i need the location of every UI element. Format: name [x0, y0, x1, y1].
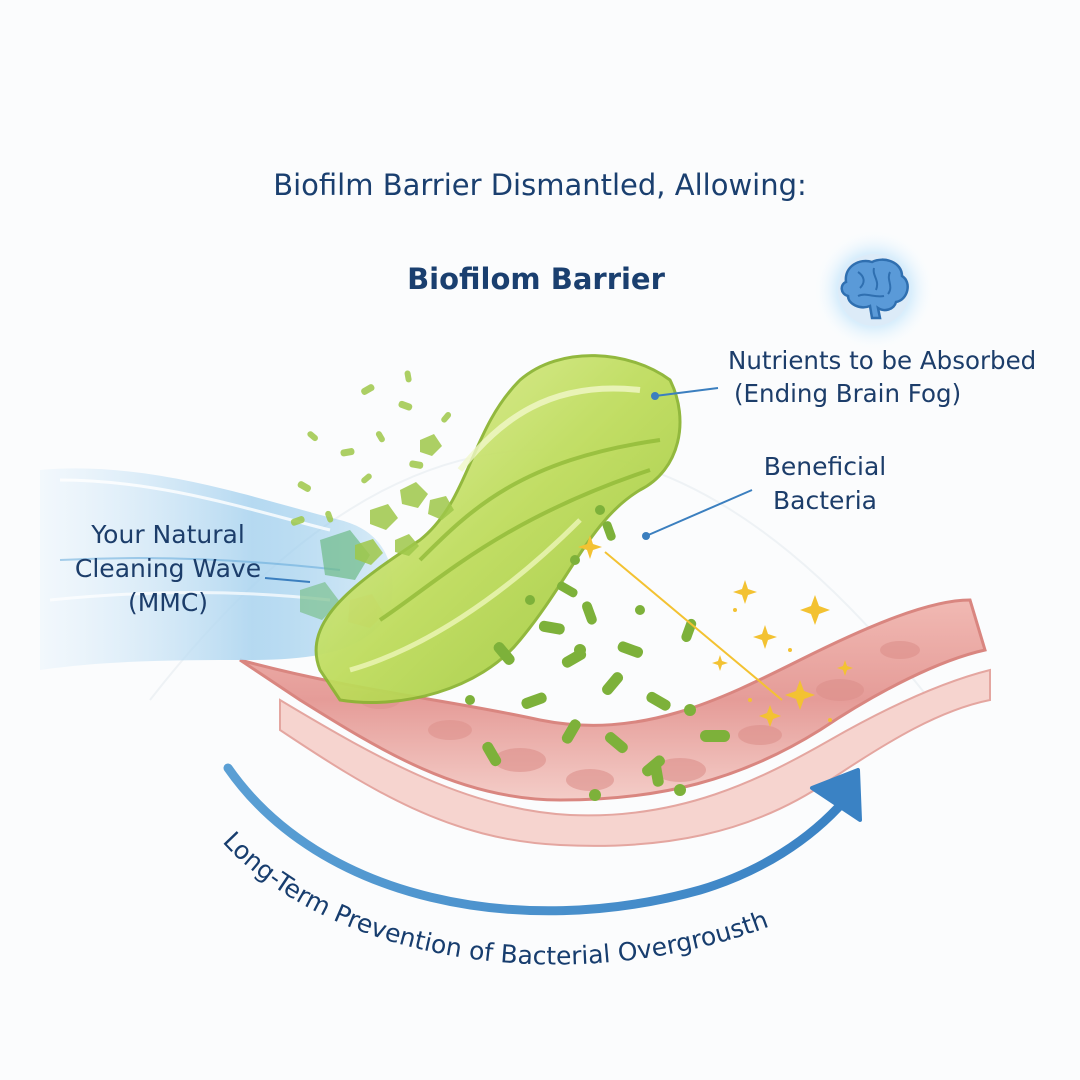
beneficial-bacteria-label: Beneficial Bacteria — [740, 450, 910, 518]
wave-label-line3: (MMC) — [127, 588, 209, 617]
sparkles — [578, 535, 853, 727]
beneficial-bacteria — [465, 505, 730, 801]
biofilm-barrier — [314, 354, 682, 704]
bacteria-leader-dot — [642, 532, 650, 540]
biofilm-barrier-heading: Biofilom Barrier — [0, 262, 1080, 296]
biofilm-fragments — [290, 370, 454, 565]
curved-arrow-icon — [223, 763, 862, 916]
cleaning-wave-label: Your Natural Cleaning Wave (MMC) — [48, 518, 288, 620]
nutrients-label-line2: (Ending Brain Fog) — [734, 379, 962, 408]
intestine-wall — [239, 598, 991, 847]
bacteria-leader-line — [645, 489, 753, 537]
sparkle-leader-line — [604, 551, 783, 701]
nutrients-leader-dot — [651, 392, 659, 400]
biofilm-barrier-heading-text: Biofilom Barrier — [407, 262, 665, 296]
page-title: Biofilm Barrier Dismantled, Allowing: — [273, 168, 807, 202]
arc-caption-text: Long-Term Prevention of Bacterial Overgr… — [218, 826, 772, 970]
brain-icon — [812, 228, 936, 352]
beneficial-label-line2: Bacteria — [773, 486, 877, 515]
nutrients-label: Nutrients to be Absorbed (Ending Brain F… — [728, 344, 1036, 410]
wave-label-line1: Your Natural — [91, 520, 245, 549]
beneficial-label-line1: Beneficial — [763, 452, 887, 481]
arc-caption: Long-Term Prevention of Bacterial Overgr… — [218, 826, 772, 970]
nutrients-leader-line — [654, 387, 719, 397]
wave-label-line2: Cleaning Wave — [74, 554, 262, 583]
wave-leader-line — [264, 577, 311, 583]
nutrients-label-line1: Nutrients to be Absorbed — [728, 346, 1037, 375]
